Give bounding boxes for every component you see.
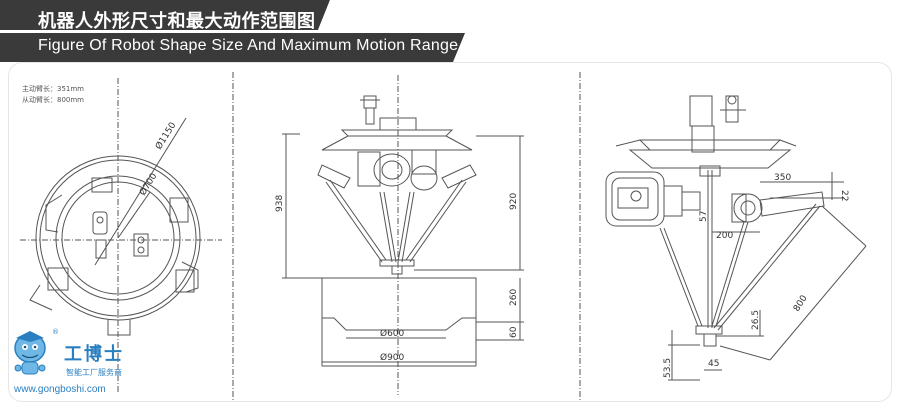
dim-57: 57 [699,211,709,222]
dim-22: 22 [839,190,849,201]
dim-350: 350 [774,173,791,183]
dim-800: 800 [792,293,810,313]
dim-900: Ø900 [380,352,405,363]
dim-inner-diameter: Ø700 [137,171,159,198]
note-active-arm: 主动臂长：351mm [22,85,84,93]
title-english: Figure Of Robot Shape Size And Maximum M… [38,37,459,54]
dim-45: 45 [708,359,719,369]
brand-url[interactable]: www.gongboshi.com [14,384,106,395]
dim-600: Ø600 [380,328,405,339]
dim-200: 200 [716,231,733,241]
dim-260: 260 [509,289,519,306]
top-view [20,78,222,392]
registered-mark: ® [52,328,59,336]
dim-reach-height: 920 [509,193,519,210]
note-passive-arm: 从动臂长：800mm [22,96,84,104]
mascot-icon [14,331,46,375]
header-banner: 机器人外形尺寸和最大动作范围图 Figure Of Robot Shape Si… [0,0,900,64]
brand-name: 工博士 [64,344,124,365]
title-chinese: 机器人外形尺寸和最大动作范围图 [38,11,316,32]
dim-26-5: 26.5 [751,310,761,330]
brand-logo [10,326,140,406]
dim-53-5: 53.5 [663,358,673,378]
dim-60: 60 [509,326,519,338]
brand-subtitle: 智能工厂服务商 [66,368,122,377]
front-view [282,75,524,395]
header-background [0,0,465,62]
side-view [605,95,867,381]
dim-total-height: 938 [275,195,285,212]
